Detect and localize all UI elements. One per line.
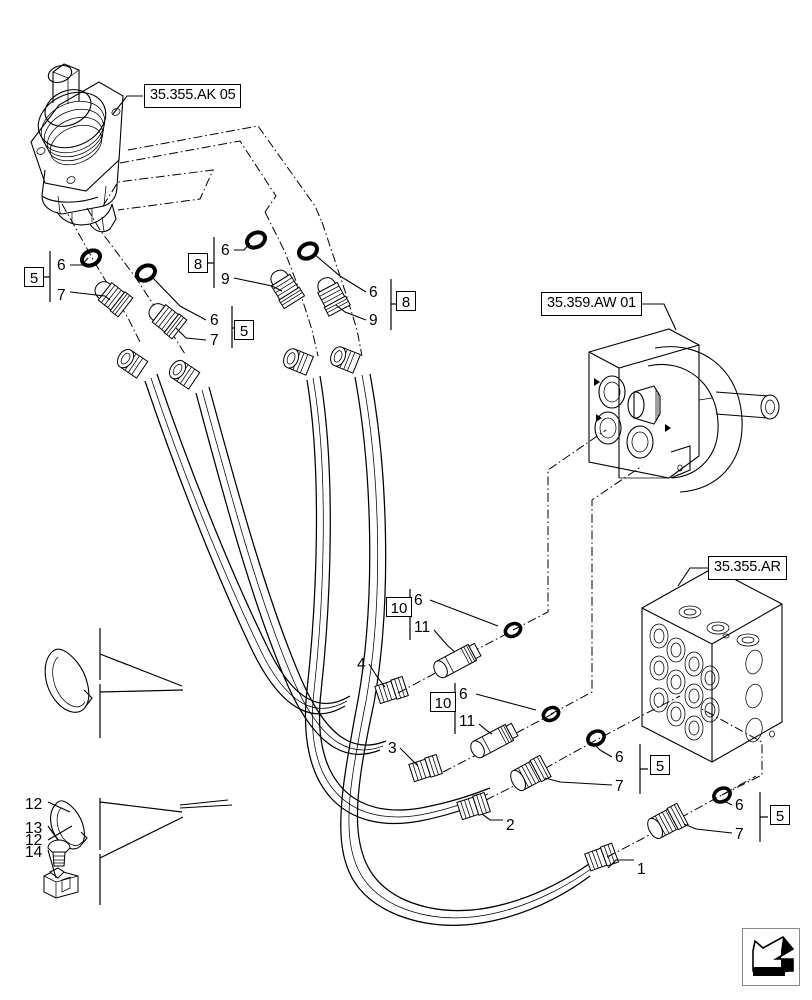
hose-end-nut-4: [330, 346, 362, 374]
boxed-item-5-a[interactable]: 5: [24, 267, 44, 287]
reference-callout-ak05[interactable]: 35.355.AK 05: [144, 84, 242, 108]
hose-fitting-2: [456, 791, 491, 821]
item-number-2: 2: [506, 817, 515, 834]
item-number-13: 13: [25, 820, 43, 837]
item-number-9-d: 9: [369, 312, 378, 329]
boxed-item-8-a[interactable]: 8: [188, 253, 208, 273]
item-number-3: 3: [388, 740, 397, 757]
hose-end-nut-3: [283, 348, 315, 376]
hose-2: [304, 375, 491, 825]
item-number-6-e: 6: [414, 592, 423, 609]
adapter-fitting-e: [510, 754, 552, 792]
hose-1: [340, 373, 593, 926]
item-number-6-a: 6: [57, 257, 66, 274]
screw-13: [47, 839, 71, 867]
boxed-item-10-b[interactable]: 10: [430, 692, 456, 712]
adapter-fitting-d: [317, 277, 351, 317]
adapter-fitting-a: [94, 281, 134, 318]
hose-end-nut-1: [117, 348, 149, 379]
restrictor-11-b: [470, 722, 519, 759]
item-number-12-b: 12: [25, 796, 43, 813]
item-number-4: 4: [357, 656, 366, 673]
hose-strap-12-lower: [50, 800, 88, 850]
item-number-11-e: 11: [414, 619, 431, 636]
item-number-12-a: 12: [25, 832, 43, 849]
item-number-14: 14: [25, 844, 43, 861]
item-number-7-b: 7: [210, 332, 219, 349]
orientation-arrow-glyph: [752, 935, 795, 976]
item-number-6-c: 6: [221, 242, 230, 259]
valve-manifold-drawing: [641, 567, 783, 763]
boxed-item-5-d[interactable]: 5: [770, 805, 790, 825]
hose-fitting-3: [408, 753, 443, 783]
boxed-item-5-c[interactable]: 5: [650, 755, 670, 775]
joystick-assembly-drawing: [30, 63, 124, 233]
hose-strap-12-upper: [44, 648, 93, 713]
remote-control-valve-drawing: [588, 328, 780, 493]
item-number-1: 1: [637, 861, 646, 878]
adapter-fitting-b: [148, 303, 188, 340]
boxed-item-8-b[interactable]: 8: [396, 291, 416, 311]
hose-fitting-4: [374, 675, 409, 705]
o-ring-group-upper: [79, 230, 320, 283]
reference-callout-aw01[interactable]: 35.359.AW 01: [541, 292, 642, 316]
item-number-6-b: 6: [210, 312, 219, 329]
item-number-7-g: 7: [615, 778, 624, 795]
item-number-6-f: 6: [459, 686, 468, 703]
item-number-9-c: 9: [221, 271, 230, 288]
item-number-6-g: 6: [615, 749, 624, 766]
boxed-item-5-b[interactable]: 5: [234, 320, 254, 340]
orientation-arrow-icon: [742, 928, 800, 986]
item-number-7-a: 7: [57, 287, 66, 304]
item-number-6-h: 6: [735, 797, 744, 814]
item-number-7-h: 7: [735, 826, 744, 843]
restrictor-11-a: [433, 642, 482, 679]
reference-callout-ar[interactable]: 35.355.AR: [708, 556, 787, 580]
hose-4: [144, 373, 351, 715]
adapter-fitting-c: [270, 269, 306, 310]
clamp-bracket-14: [43, 867, 79, 899]
hose-fitting-1: [584, 842, 620, 872]
item-number-11-f: 11: [459, 713, 476, 730]
adapter-fitting-f: [647, 802, 689, 840]
boxed-item-10-a[interactable]: 10: [386, 597, 412, 617]
hose-end-nut-2: [169, 359, 201, 390]
item-number-6-d: 6: [369, 284, 378, 301]
